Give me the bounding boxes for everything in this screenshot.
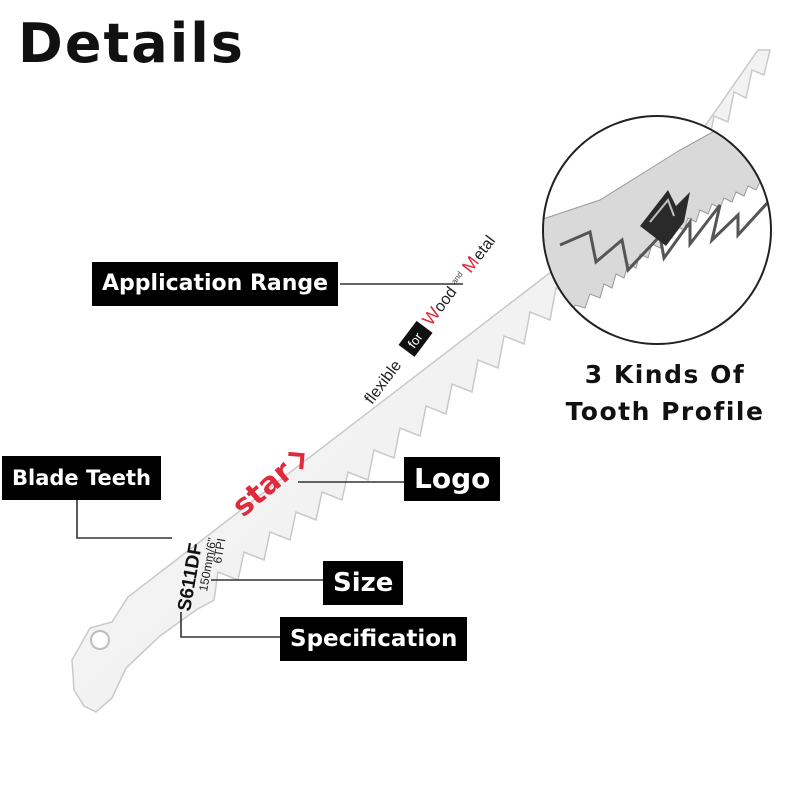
logo-label: Logo xyxy=(404,457,501,501)
tpi-print: 6TPI xyxy=(210,537,228,564)
tooth-profile-caption: 3 Kinds Of Tooth Profile xyxy=(545,356,785,430)
caption-line-2: Tooth Profile xyxy=(565,397,765,426)
tooth-profile-zoom xyxy=(542,115,772,345)
blade-teeth-label: Blade Teeth xyxy=(2,456,161,500)
chevron-right-icon xyxy=(288,451,305,470)
size-label: Size xyxy=(323,561,404,605)
zoom-tooth-cutout xyxy=(640,190,690,246)
mount-hole xyxy=(90,630,110,650)
svg-text:6TPI: 6TPI xyxy=(210,537,228,564)
saw-blade xyxy=(71,49,771,713)
specification-label: Specification xyxy=(280,617,468,661)
leader-lines xyxy=(76,283,463,638)
zoom-large-teeth xyxy=(559,198,770,274)
caption-line-1: 3 Kinds Of xyxy=(584,360,746,389)
application-range-label: Application Range xyxy=(92,262,339,306)
page-title: Details xyxy=(18,12,245,75)
